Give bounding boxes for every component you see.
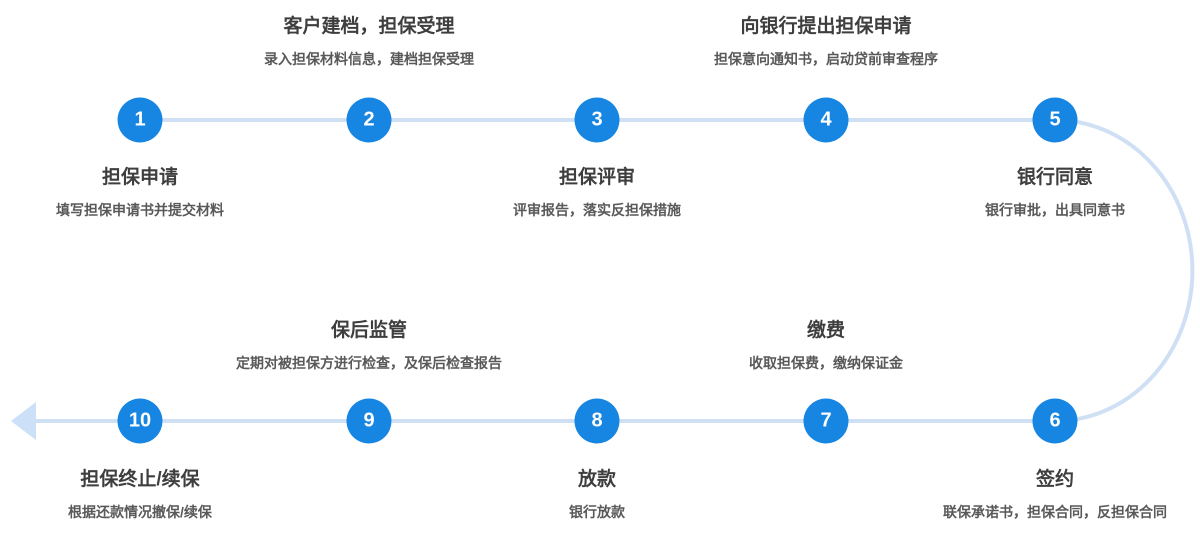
step-title: 保后监管 — [330, 320, 407, 341]
step-node-7: 7 — [803, 398, 849, 444]
step-title: 放款 — [577, 469, 616, 490]
step-title: 担保评审 — [558, 167, 635, 188]
step-node-10: 10 — [117, 398, 163, 444]
step-node-1: 1 — [117, 97, 163, 143]
step-description: 联保承诺书，担保合同，反担保合同 — [943, 504, 1167, 520]
flow-arc-right — [1054, 118, 1195, 423]
step-label-5: 银行同意 银行审批，出具同意书 — [825, 165, 1200, 220]
step-label-10: 担保终止/续保 根据还款情况撤保/续保 — [0, 467, 370, 522]
step-description: 收取担保费，缴纳保证金 — [749, 355, 903, 371]
step-description: 定期对被担保方进行检查，及保后检查报告 — [236, 355, 502, 371]
step-description: 担保意向通知书，启动贷前审查程序 — [714, 51, 938, 67]
step-node-2: 2 — [346, 97, 392, 143]
step-description: 填写担保申请书并提交材料 — [56, 202, 224, 218]
step-title: 缴费 — [806, 320, 845, 341]
step-node-3: 3 — [574, 97, 620, 143]
step-description: 根据还款情况撤保/续保 — [68, 504, 212, 520]
step-label-2: 客户建档，担保受理 录入担保材料信息，建档担保受理 — [139, 14, 599, 69]
arrowhead-left-icon — [11, 402, 36, 440]
step-label-9: 保后监管 定期对被担保方进行检查，及保后检查报告 — [139, 318, 599, 373]
step-node-5: 5 — [1032, 97, 1078, 143]
step-label-3: 担保评审 评审报告，落实反担保措施 — [367, 165, 827, 220]
step-title: 客户建档，担保受理 — [283, 16, 455, 37]
step-description: 评审报告，落实反担保措施 — [513, 202, 681, 218]
step-description: 录入担保材料信息，建档担保受理 — [264, 51, 474, 67]
step-label-1: 担保申请 填写担保申请书并提交材料 — [0, 165, 370, 220]
step-node-9: 9 — [346, 398, 392, 444]
step-node-4: 4 — [803, 97, 849, 143]
step-label-6: 签约 联保承诺书，担保合同，反担保合同 — [825, 467, 1200, 522]
step-description: 银行审批，出具同意书 — [985, 202, 1125, 218]
step-title: 签约 — [1035, 469, 1074, 490]
step-title: 担保终止/续保 — [80, 469, 200, 490]
step-description: 银行放款 — [569, 504, 625, 520]
step-node-6: 6 — [1032, 398, 1078, 444]
step-title: 向银行提出担保申请 — [740, 16, 912, 37]
step-node-8: 8 — [574, 398, 620, 444]
step-label-8: 放款 银行放款 — [367, 467, 827, 522]
step-label-7: 缴费 收取担保费，缴纳保证金 — [596, 318, 1056, 373]
step-title: 担保申请 — [101, 167, 178, 188]
step-title: 银行同意 — [1016, 167, 1093, 188]
step-label-4: 向银行提出担保申请 担保意向通知书，启动贷前审查程序 — [596, 14, 1056, 69]
